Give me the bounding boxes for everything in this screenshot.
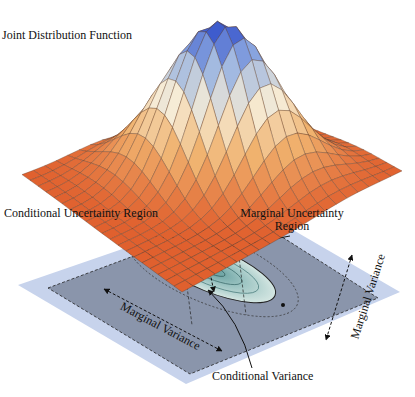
- joint-surface: [22, 21, 402, 292]
- marginal-region: [48, 214, 378, 374]
- marginal-plane: [18, 205, 400, 384]
- surface-cell: [174, 280, 193, 292]
- contour: [160, 237, 264, 302]
- lower-plane: [18, 204, 400, 384]
- leader-line: [208, 290, 252, 368]
- label: Conditional Uncertainty Region: [2, 207, 160, 220]
- dot: [281, 303, 285, 307]
- label: Conditional Variance: [212, 370, 313, 383]
- conditional-ellipse: [141, 224, 284, 316]
- marginal-variance-arrow: [326, 255, 352, 340]
- label: Marginal Uncertainty Region: [228, 207, 356, 233]
- label: Joint Distribution Function: [2, 29, 132, 42]
